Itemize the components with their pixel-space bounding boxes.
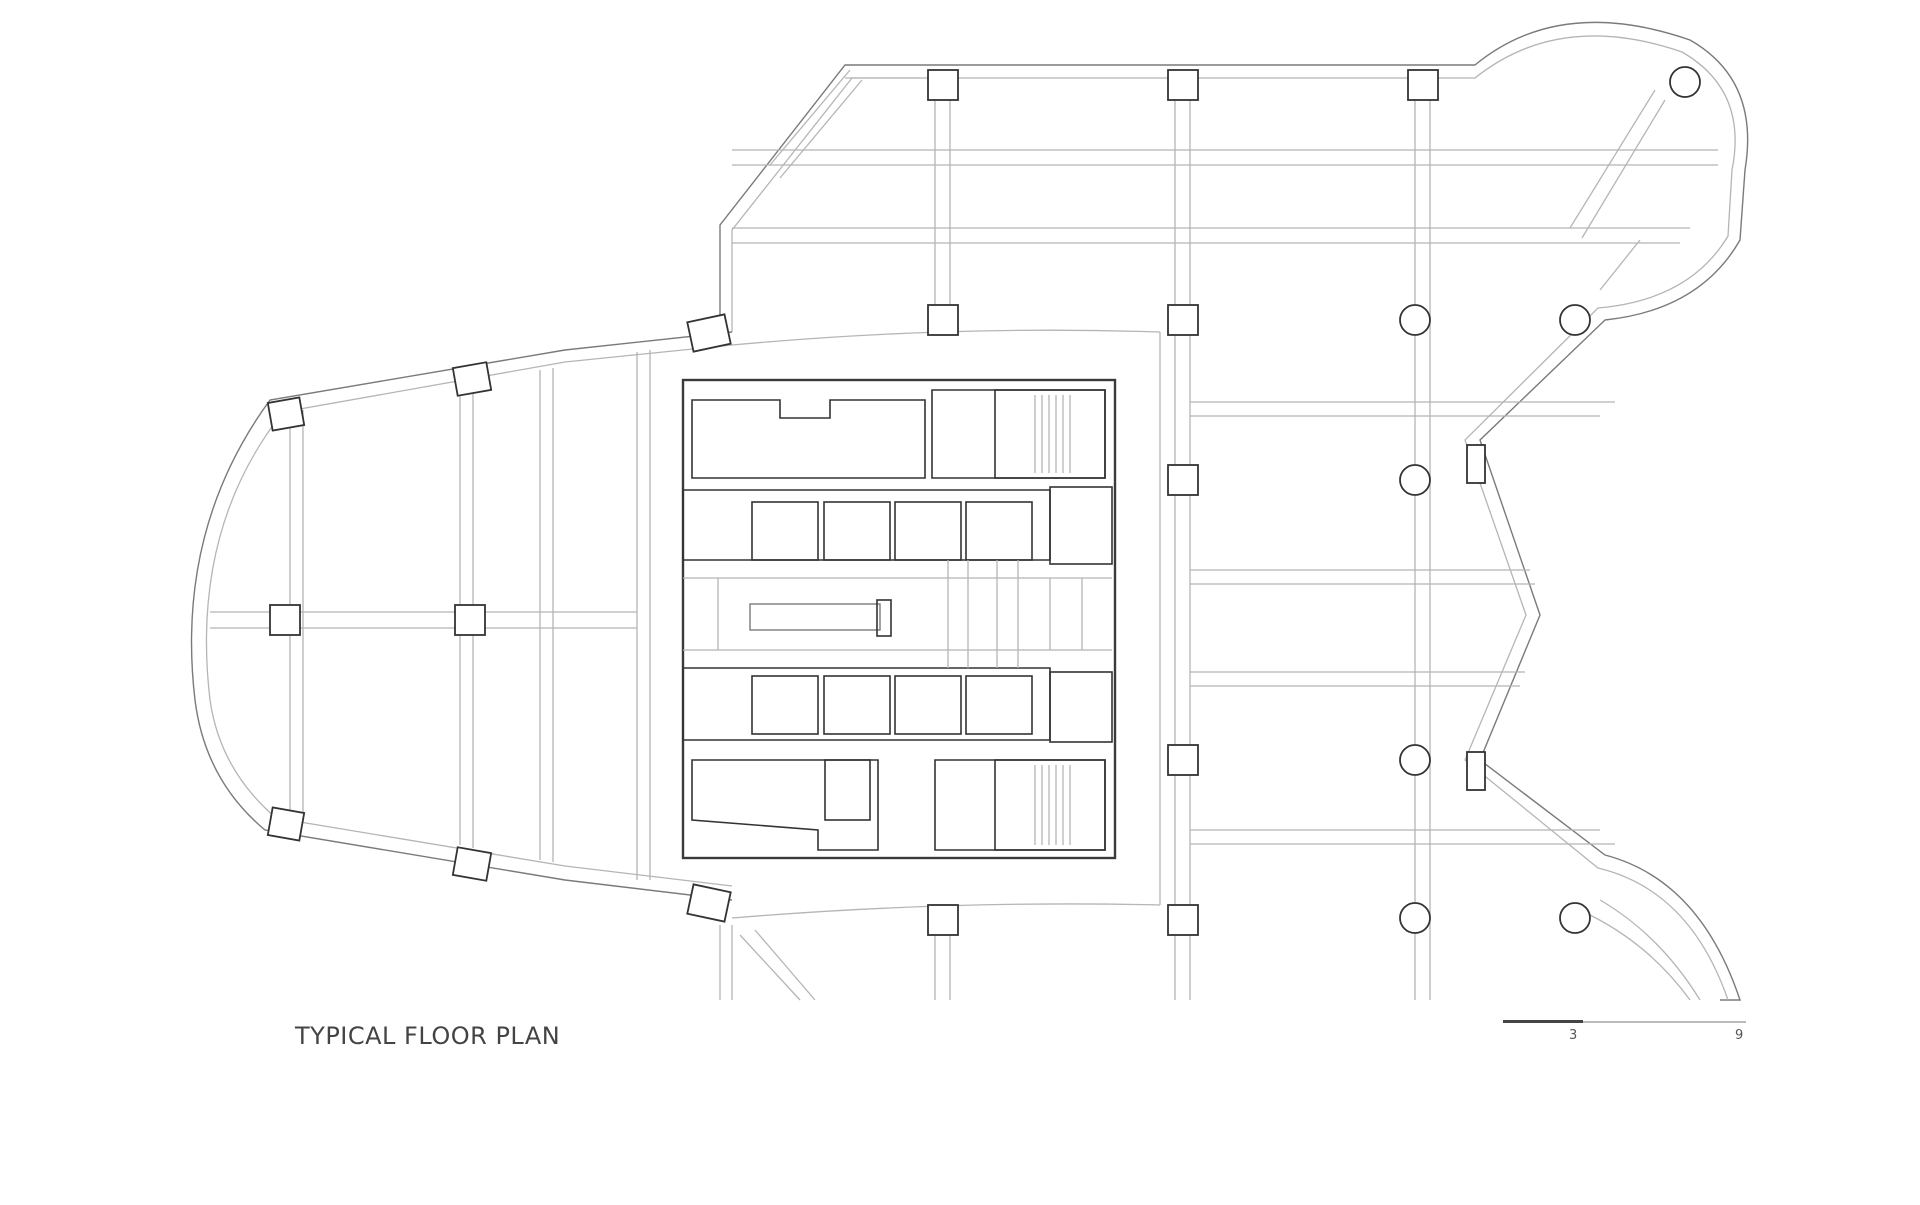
corner-piers	[266, 313, 1486, 923]
stair-lower	[994, 759, 1106, 851]
stair-upper	[994, 389, 1106, 479]
columns	[269, 66, 1701, 936]
core-corridor	[683, 560, 1112, 668]
core	[681, 378, 1117, 860]
elevator-bank-lower	[682, 667, 1113, 743]
elevator-bank-upper	[682, 486, 1113, 565]
east-wing-outline	[719, 21, 1749, 1001]
drawing-title: TYPICAL FLOOR PLAN	[295, 1022, 561, 1050]
scale-bar	[1503, 1020, 1746, 1023]
scale-label-3: 3	[1569, 1028, 1578, 1043]
west-lobe-outline	[190, 331, 733, 901]
scale-label-9: 9	[1735, 1028, 1744, 1043]
floor-grid-lines	[210, 69, 1718, 1001]
